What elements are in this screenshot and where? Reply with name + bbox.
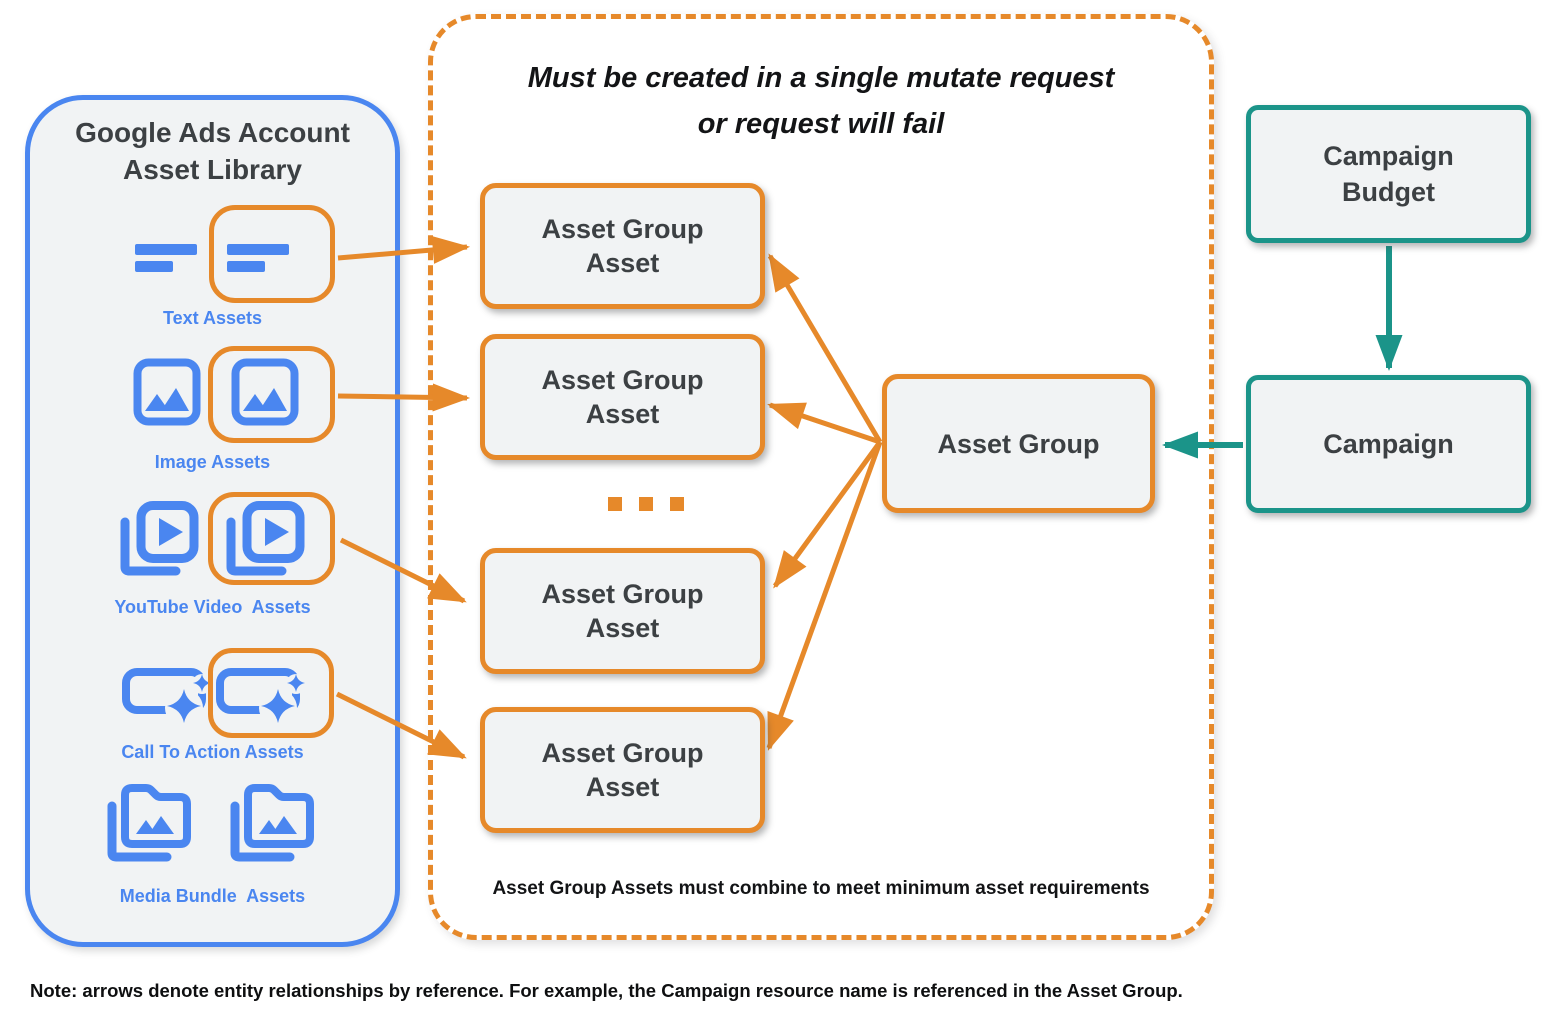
call-to-action-asset-icon: [122, 668, 212, 726]
asset-group-asset-label: Asset Group: [541, 214, 704, 244]
image-asset-icon: [231, 358, 299, 426]
campaign-label: Campaign: [1323, 429, 1454, 459]
campaign-box: Campaign: [1246, 375, 1531, 513]
campaign-budget-label: Campaign: [1323, 141, 1454, 171]
asset-group-asset-label: Asset: [585, 772, 660, 802]
ellipsis-dot: [608, 497, 622, 511]
library-title: Google Ads Account Asset Library: [25, 114, 400, 188]
text-asset-icon: [135, 244, 197, 272]
cta-assets-highlight-box: [208, 648, 334, 738]
ellipsis: [608, 497, 684, 511]
ellipsis-dot: [670, 497, 684, 511]
cta-assets-label: Call To Action Assets: [121, 742, 304, 762]
call-to-action-asset-icon: [216, 668, 306, 726]
asset-group-asset-box-2: Asset Group Asset: [480, 334, 765, 460]
asset-group-asset-label: Asset: [585, 613, 660, 643]
mutate-panel-footnote: Asset Group Assets must combine to meet …: [492, 878, 1150, 899]
mutate-panel-title: Must be created in a single mutate reque…: [458, 55, 1184, 147]
ellipsis-dot: [639, 497, 653, 511]
asset-group-label: Asset Group: [937, 428, 1100, 459]
asset-group-asset-label: Asset Group: [541, 579, 704, 609]
mutate-panel-title-line1: Must be created in a single mutate reque…: [527, 62, 1115, 94]
library-title-line2: Asset Library: [123, 154, 302, 185]
asset-group-asset-label: Asset Group: [541, 738, 704, 768]
mutate-panel-title-line2: or request will fail: [697, 108, 945, 140]
image-asset-icon: [133, 358, 201, 426]
asset-group-box: Asset Group: [882, 374, 1155, 513]
media-bundle-asset-icon: [107, 784, 191, 862]
asset-group-asset-label: Asset Group: [541, 365, 704, 395]
asset-group-asset-box-4: Asset Group Asset: [480, 707, 765, 833]
media-bundle-assets-label: Media Bundle Assets: [119, 886, 306, 906]
asset-group-asset-box-1: Asset Group Asset: [480, 183, 765, 309]
youtube-video-asset-icon: [120, 501, 199, 576]
text-assets-highlight-box: [209, 205, 335, 303]
campaign-budget-label: Budget: [1342, 177, 1435, 207]
campaign-budget-box: Campaign Budget: [1246, 105, 1531, 243]
asset-group-asset-label: Asset: [585, 248, 660, 278]
youtube-assets-highlight-box: [208, 492, 335, 585]
image-assets-highlight-box: [208, 346, 335, 443]
youtube-assets-label: YouTube Video Assets: [114, 597, 311, 617]
asset-group-asset-box-3: Asset Group Asset: [480, 548, 765, 674]
text-assets-label: Text Assets: [162, 308, 263, 328]
note-text: Note: arrows denote entity relationships…: [30, 980, 1183, 1001]
image-assets-label: Image Assets: [154, 452, 271, 472]
library-title-line1: Google Ads Account: [75, 117, 350, 148]
youtube-video-asset-icon: [226, 501, 305, 576]
media-bundle-asset-icon: [230, 784, 314, 862]
text-asset-icon: [227, 244, 289, 272]
asset-group-asset-label: Asset: [585, 399, 660, 429]
